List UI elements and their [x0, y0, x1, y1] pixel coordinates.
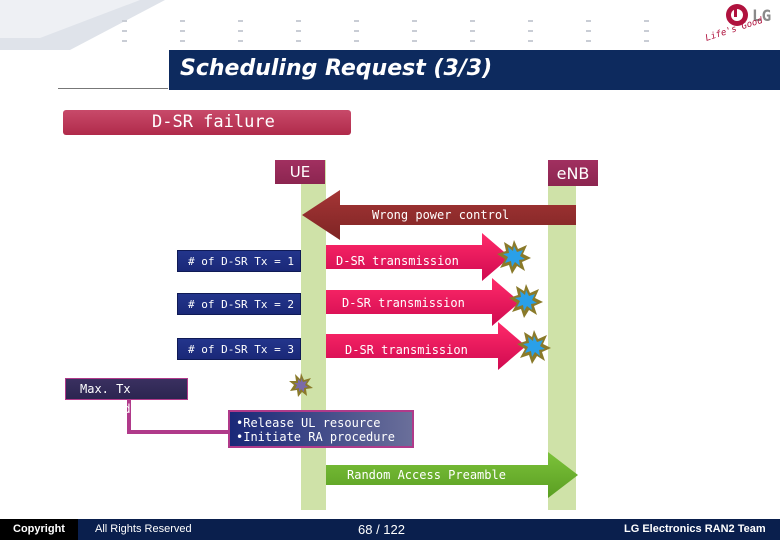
dsr-arrow-1 — [326, 233, 510, 281]
footer-bar — [0, 519, 780, 540]
dsr-message-1: D-SR transmission — [336, 254, 459, 268]
max-tx-star-icon — [289, 373, 313, 397]
header-decoration: LG Life's Good — [0, 0, 771, 50]
failure-burst-icon — [509, 284, 543, 318]
failure-burst-icon — [497, 240, 531, 274]
dsr-arrow-3 — [326, 322, 526, 370]
title-bar — [165, 50, 780, 90]
footer-page-number: 68 / 122 — [358, 522, 405, 537]
ue-entity: UE — [275, 160, 325, 184]
dsr-count-label-3: # of D-SR Tx = 3 — [177, 338, 301, 360]
wrong-power-label: Wrong power control — [372, 208, 509, 222]
dsr-message-3: D-SR transmission — [345, 343, 468, 357]
random-access-label: Random Access Preamble — [347, 468, 506, 482]
dsr-message-2: D-SR transmission — [342, 296, 465, 310]
failure-burst-icon — [517, 330, 551, 364]
logo-brand: LG — [752, 6, 771, 25]
action-initiate-ra: •Initiate RA procedure — [236, 430, 395, 444]
action-box: •Release UL resource •Initiate RA proced… — [228, 410, 414, 448]
dsr-count-label-2: # of D-SR Tx = 2 — [177, 293, 301, 315]
connector-line — [127, 430, 229, 434]
wrong-power-arrow — [302, 190, 576, 240]
connector-line — [127, 400, 131, 432]
section-banner: D-SR failure — [63, 110, 351, 135]
enb-entity: eNB — [548, 160, 598, 186]
action-release: •Release UL resource — [236, 416, 381, 430]
dsr-arrow-2 — [326, 278, 520, 326]
footer-rights: All Rights Reserved — [95, 523, 192, 535]
max-tx-label: Max. Tx reached — [65, 378, 188, 416]
page-title: Scheduling Request (3/3) — [180, 56, 493, 81]
random-access-arrow — [326, 452, 578, 498]
header-band: LG Life's Good — [0, 0, 780, 92]
footer-copyright: Copyright — [0, 519, 78, 540]
dsr-count-label-1: # of D-SR Tx = 1 — [177, 250, 301, 272]
title-underline — [58, 88, 168, 89]
footer-team: LG Electronics RAN2 Team — [624, 523, 766, 535]
section-banner-label: D-SR failure — [152, 112, 275, 132]
